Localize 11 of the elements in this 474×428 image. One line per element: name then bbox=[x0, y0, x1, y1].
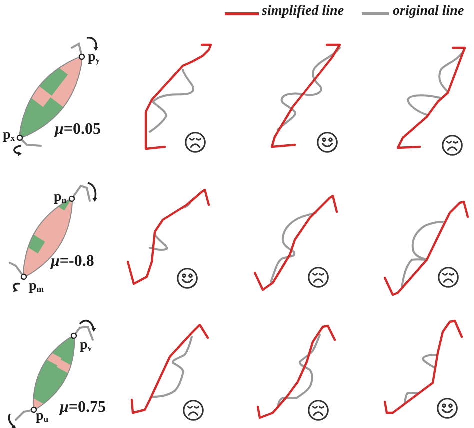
point-label: p$_{x}$ bbox=[3, 128, 16, 144]
parameter-label: μ=-0.8 bbox=[51, 253, 94, 271]
point-label: p$_{y}$ bbox=[88, 50, 100, 66]
point-label: p$_{m}$ bbox=[29, 279, 44, 294]
parameter-label: μ=0.05 bbox=[55, 121, 102, 139]
point-label: p$_{u}$ bbox=[36, 409, 49, 424]
point-label: p$_{v}$ bbox=[80, 338, 92, 354]
legend-label: original line bbox=[393, 4, 464, 20]
point-label: p$_{n}$ bbox=[54, 190, 67, 206]
legend-label: simplified line bbox=[262, 4, 344, 20]
parameter-label: μ=0.75 bbox=[60, 399, 106, 417]
